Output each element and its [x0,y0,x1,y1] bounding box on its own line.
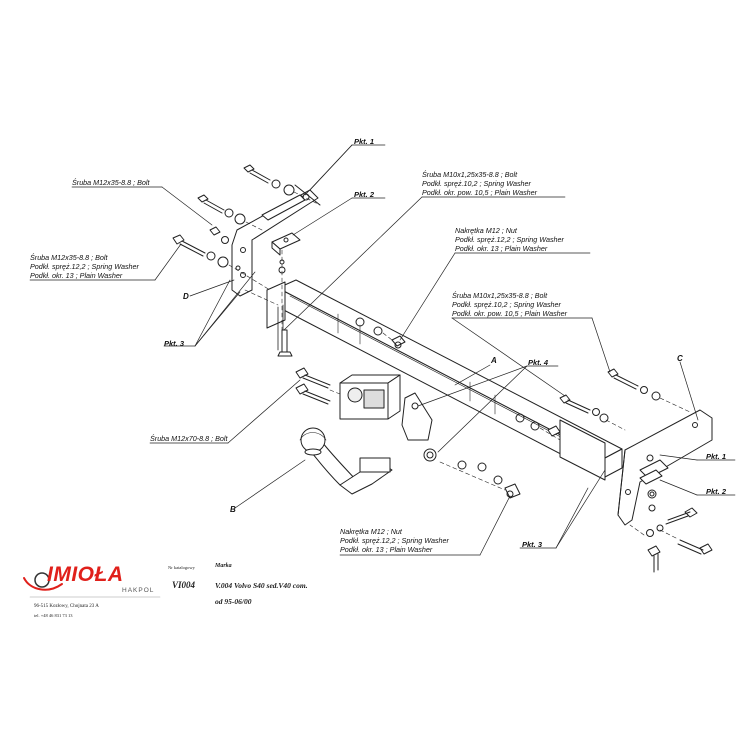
callout-pkt2-right: Pkt. 2 [706,487,727,496]
label-right-spring-washer: Podkł. spręż.10,2 ; Spring Washer [452,300,561,309]
label-right-bolt: Śruba M10x1,25x35-8.8 ; Bolt [452,291,548,300]
label-nut-bottom-plain-washer: Podkł. okr. 13 ; Plain Washer [340,545,433,554]
production-date: od 95-06/00 [215,597,252,606]
socket-holder [401,392,437,462]
label-group-nut-bottom: Nakrętka M12 ; Nut Podkł. spręż.12,2 ; S… [340,527,449,554]
callout-pkt2-top: Pkt. 2 [354,190,375,199]
label-left-plain-washer: Podkł. okr. 13 ; Plain Washer [30,271,123,280]
vehicle-model: V.004 Volvo S40 sed.V40 com. [215,581,308,590]
marker-c: C [677,354,683,363]
label-nut-top: Nakrętka M12 ; Nut [455,226,517,235]
assembly-axes [228,191,691,539]
marker-d: D [183,292,189,301]
catalog-number: VI004 [172,580,196,590]
label-top-spring-washer: Podkł. spręż.10,2 ; Spring Washer [422,179,531,188]
right-bracket [617,409,713,526]
label-group-top: Śruba M10x1,25x35-8.8 ; Bolt Podkł. sprę… [422,170,537,197]
label-bolt-m12x35-top: Śruba M12x35-8.8 ; Bolt [72,178,150,187]
cross-beam [266,279,623,481]
label-left-bolt: Śruba M12x35-8.8 ; Bolt [30,253,108,262]
left-bracket [231,184,321,297]
label-nut-bottom-spring-washer: Podkł. spręż.12,2 ; Spring Washer [340,536,449,545]
callout-pkt4: Pkt. 4 [528,358,549,367]
tow-ball-mount [299,374,401,495]
leader-lines [29,144,736,556]
imiola-logo-mark [23,572,63,591]
label-top-plain-washer: Podkł. okr. pow. 10,5 ; Plain Washer [422,188,538,197]
label-nut-top-plain-washer: Podkł. okr. 13 ; Plain Washer [455,244,548,253]
label-group-left: Śruba M12x35-8.8 ; Bolt Podkł. spręż.12,… [30,253,139,280]
label-group-nut-top: Nakrętka M12 ; Nut Podkł. spręż.12,2 ; S… [455,226,564,253]
company-logo-text: IMIOŁA [47,563,124,586]
callout-pkt3-left: Pkt. 3 [164,339,185,348]
label-bolt-m12x70: Śruba M12x70-8.8 ; Bolt [150,434,228,443]
make-label: Marka [215,563,232,569]
callout-pkt3-bottom: Pkt. 3 [522,540,543,549]
company-phone: tel. +48 46 831 73 13 [34,613,73,618]
callout-pkt1-top: Pkt. 1 [354,137,375,146]
label-nut-bottom: Nakrętka M12 ; Nut [340,527,402,536]
fasteners [172,164,713,573]
plate-pkt2 [271,232,301,274]
catalog-number-label: Nr katalogowy [168,565,195,570]
callout-pkt1-right: Pkt. 1 [706,452,727,461]
label-right-plain-washer: Podkł. okr. pow. 10,5 ; Plain Washer [452,309,568,318]
label-nut-top-spring-washer: Podkł. spręż.12,2 ; Spring Washer [455,235,564,244]
marker-b: B [230,505,236,514]
plate-pkt2-right [639,469,663,512]
company-logo-sub: HAKPOL [122,587,155,594]
label-left-spring-washer: Podkł. spręż.12,2 ; Spring Washer [30,262,139,271]
label-group-right: Śruba M10x1,25x35-8.8 ; Bolt Podkł. sprę… [452,291,567,318]
label-top-bolt: Śruba M10x1,25x35-8.8 ; Bolt [422,170,518,179]
company-address: 96-515 Kozłowy, Chojnata 23 A [34,604,99,609]
marker-a: A [491,356,497,365]
